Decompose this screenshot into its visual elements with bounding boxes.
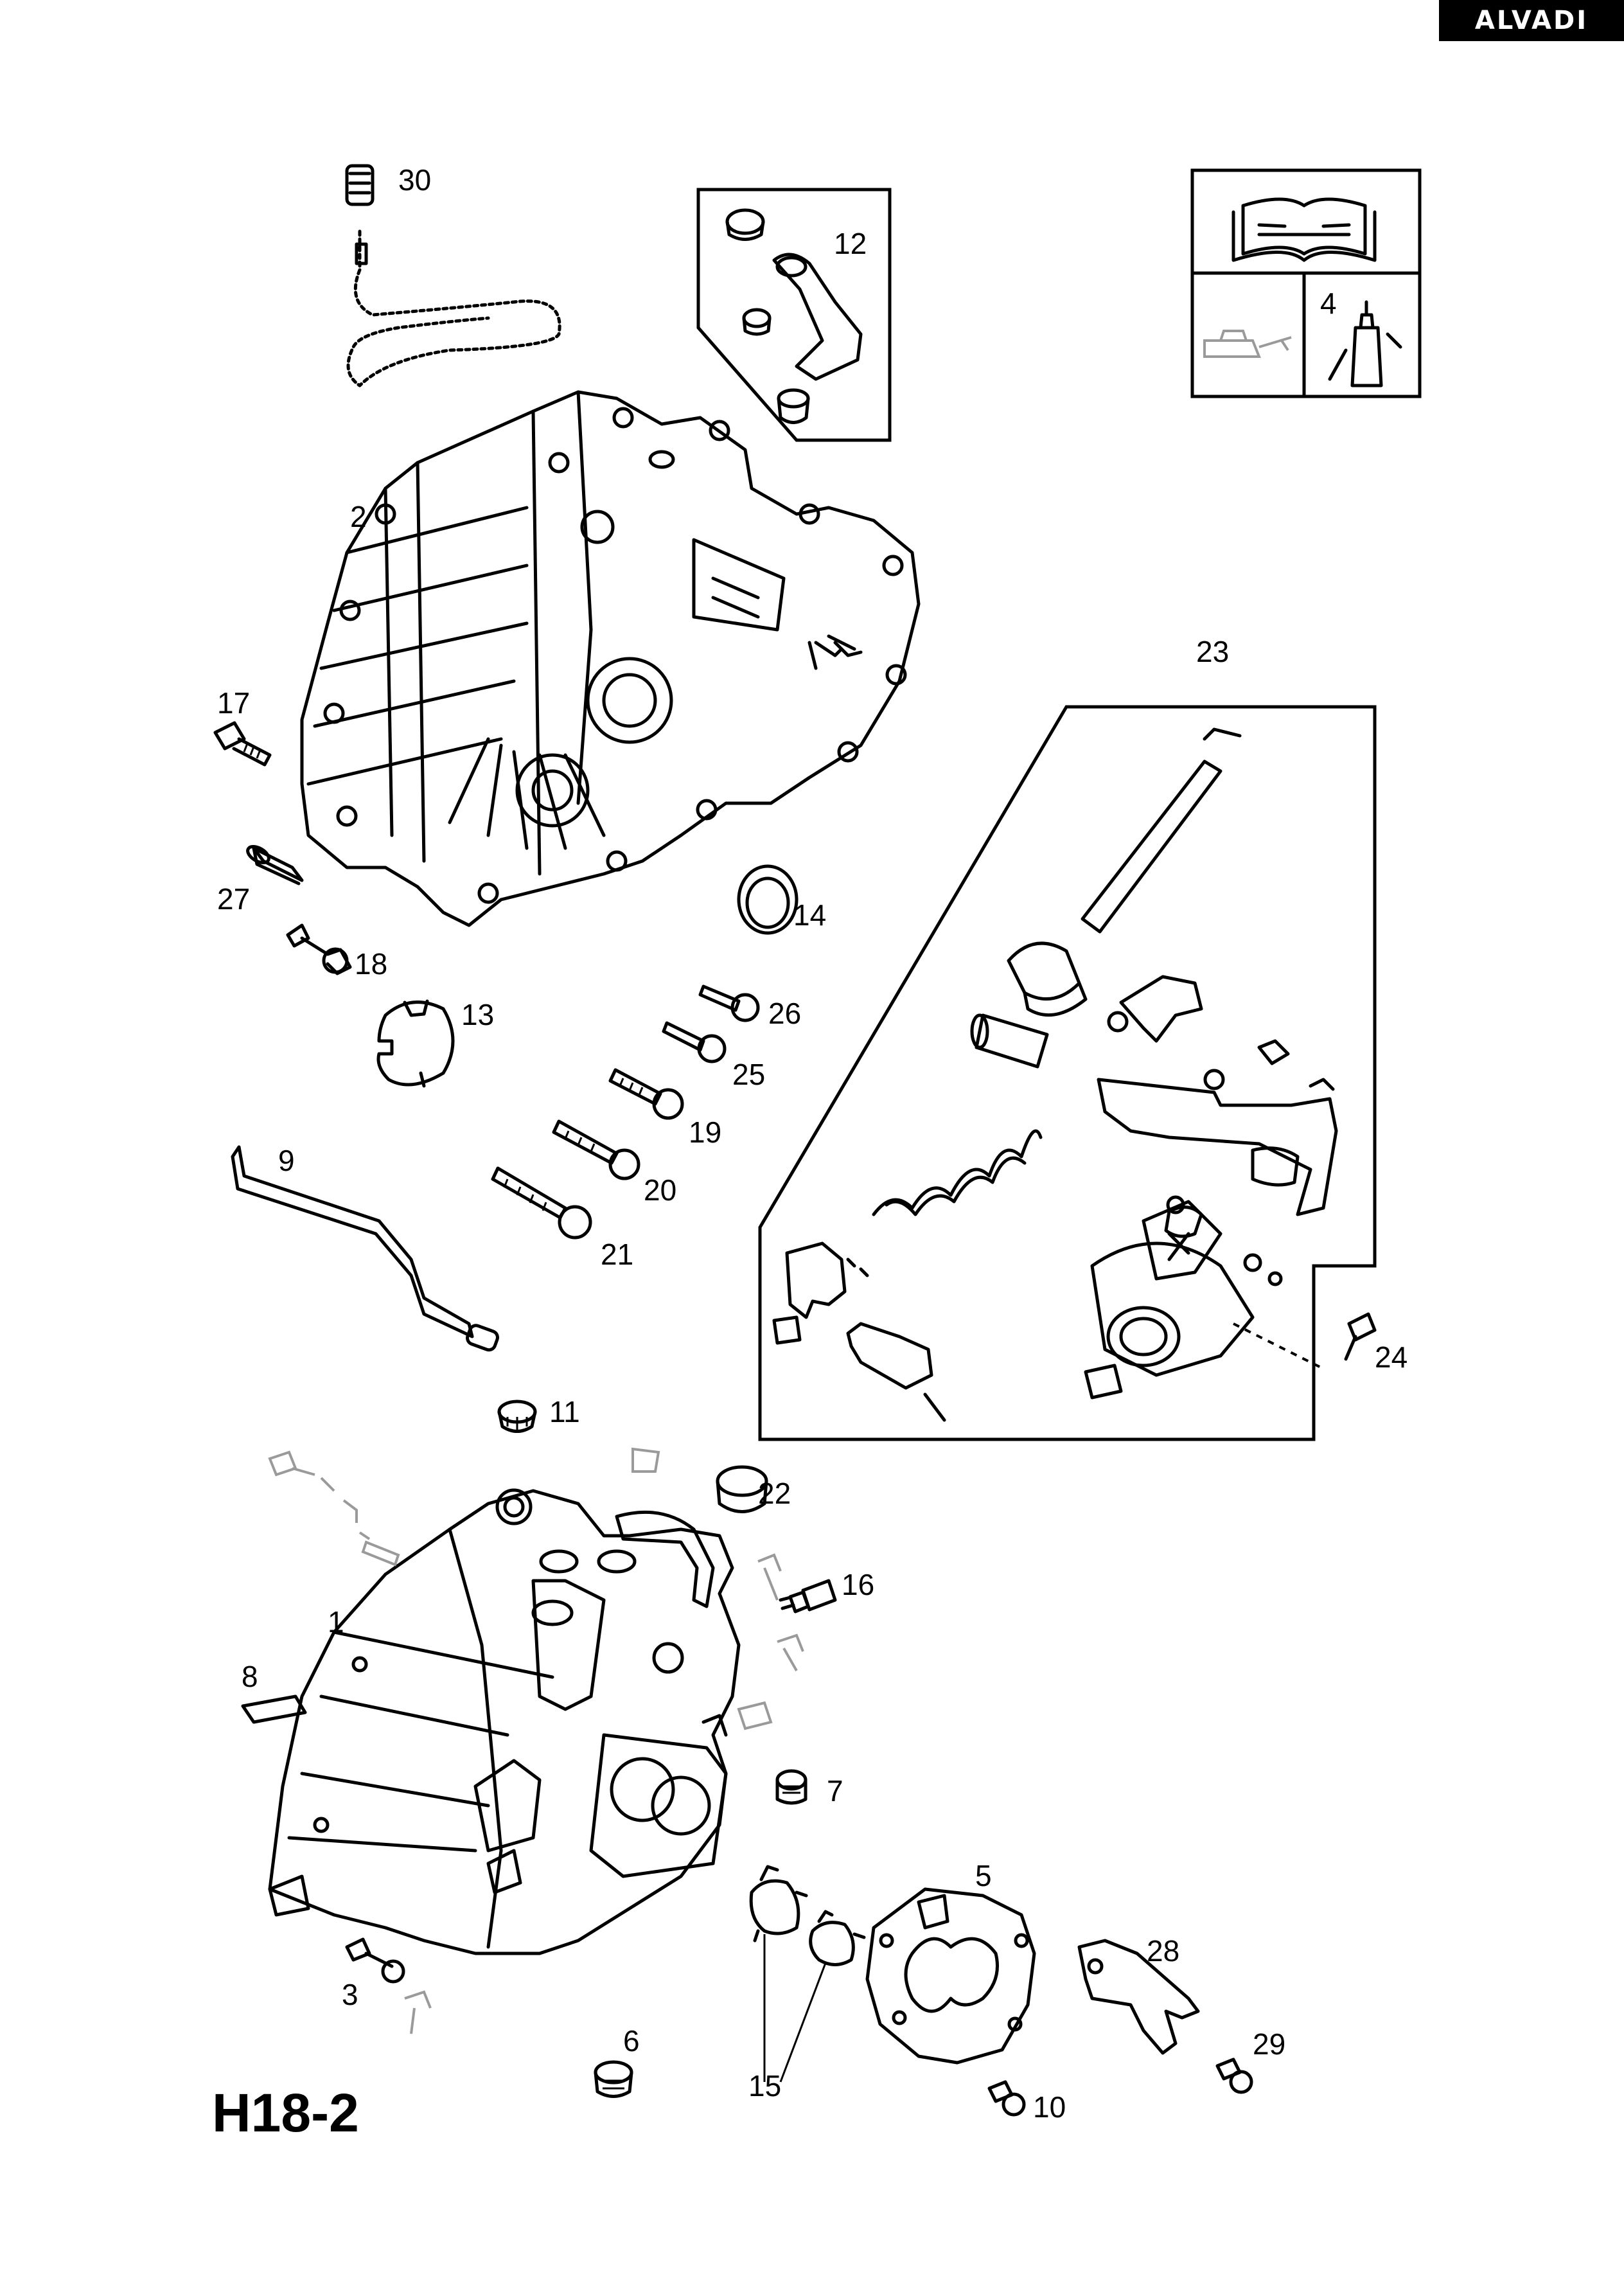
- part-29-bolt: [1215, 2058, 1253, 2094]
- callout-21: 21: [601, 1238, 633, 1271]
- part-30-sensor-cable: [345, 164, 561, 387]
- part-1-grey-bolts: [268, 1447, 804, 2034]
- part-18-bolt: [286, 923, 352, 975]
- callout-26: 26: [768, 997, 801, 1030]
- part-23-inset: [758, 705, 1377, 1441]
- callout-18: 18: [355, 947, 387, 981]
- callout-7: 7: [827, 1774, 843, 1808]
- callout-5: 5: [975, 1859, 992, 1892]
- callout-11: 11: [549, 1395, 580, 1428]
- part-9-rod: [231, 1145, 499, 1352]
- callout-8: 8: [242, 1660, 258, 1693]
- page-code: H18-2: [212, 2083, 359, 2143]
- service-manual-icon: [1231, 197, 1377, 262]
- part-16-switch: [779, 1579, 837, 1614]
- part-5-cover: [865, 1887, 1036, 2065]
- part-7-plug: [775, 1769, 808, 1805]
- part-19-bolt: [608, 1068, 684, 1120]
- part-10-bolt: [987, 2080, 1026, 2117]
- callout-22: 22: [758, 1477, 791, 1510]
- callout-23: 23: [1196, 635, 1229, 668]
- part-11-plug: [497, 1400, 537, 1433]
- part-20-bolt: [552, 1119, 640, 1180]
- part-22-bushing: [716, 1465, 768, 1513]
- callout-6: 6: [623, 2024, 640, 2058]
- part-28-bracket: [1077, 1939, 1200, 2055]
- callout-30: 30: [398, 163, 431, 197]
- sealant-bottle-icon: [1328, 300, 1402, 387]
- callout-27: 27: [217, 882, 250, 916]
- callout-24: 24: [1375, 1340, 1408, 1374]
- callout-10: 10: [1033, 2090, 1066, 2124]
- callout-25: 25: [732, 1058, 765, 1091]
- part-3-bolt: [345, 1937, 405, 1984]
- callout-labels: 30 12 4 2 23 17 27 14 18 26 13 25 19 9 2…: [217, 163, 1408, 2124]
- part-6-plug: [594, 2060, 633, 2098]
- callout-15: 15: [748, 2069, 781, 2103]
- part-17-bolt: [213, 721, 272, 767]
- brand-badge: ALVADI: [1439, 0, 1624, 41]
- part-2-transmission-housing: [300, 390, 921, 927]
- callout-17: 17: [217, 686, 250, 720]
- part-13-shim: [376, 999, 455, 1088]
- part-8-shim: [241, 1694, 307, 1724]
- callout-12: 12: [834, 227, 867, 260]
- oil-can-icon: [1203, 330, 1292, 358]
- part-24-bolt: [1344, 1312, 1377, 1361]
- part-25-bolt: [662, 1021, 727, 1063]
- callout-16: 16: [842, 1568, 874, 1601]
- part-27-dowel-pin: [246, 845, 304, 885]
- part-21-bolt: [491, 1166, 592, 1240]
- callout-13: 13: [461, 998, 494, 1031]
- callout-2: 2: [350, 500, 367, 533]
- part-15-shims: [749, 1865, 866, 2083]
- callout-19: 19: [689, 1116, 721, 1149]
- callout-3: 3: [342, 1978, 358, 2011]
- callout-4: 4: [1320, 287, 1337, 320]
- part-26-bolt: [698, 984, 760, 1022]
- callout-28: 28: [1147, 1934, 1179, 1968]
- callout-9: 9: [278, 1144, 295, 1177]
- callout-14: 14: [793, 898, 826, 932]
- legend-box: [1190, 168, 1422, 398]
- part-1-transmission-case: [268, 1488, 741, 1955]
- part-12-inset: [696, 188, 892, 442]
- callout-20: 20: [644, 1173, 676, 1207]
- callout-1: 1: [328, 1605, 344, 1639]
- callout-29: 29: [1253, 2027, 1285, 2061]
- part-14-seal: [737, 864, 799, 935]
